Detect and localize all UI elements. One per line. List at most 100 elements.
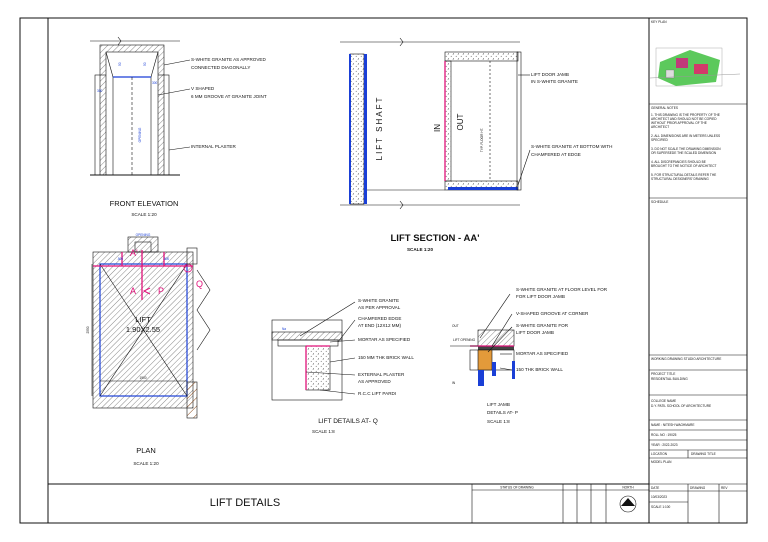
section-in-label: IN <box>433 124 442 132</box>
college-label: COLLEGE NAME <box>651 399 676 403</box>
north-arrow-circle <box>619 495 637 513</box>
college-name: D.Y. PATIL SCHOOL OF ARCHITECTURE <box>651 404 711 408</box>
project-title-label: PROJECT TITLE <box>651 372 675 376</box>
q-dim-label: Na <box>282 327 286 331</box>
section-shaft-label: LIFT SHAFT <box>375 96 384 161</box>
p-scale-bar <box>512 361 515 379</box>
schedule-label: SCHEDULE <box>651 200 668 204</box>
plan-size-label: 1.90X2.55 <box>126 325 160 334</box>
lift-plan: OPENING .500 .500 A' A P Q LIFT 1.90X2.5… <box>86 233 211 466</box>
date-value: 10/03/2023 <box>651 495 667 499</box>
fe-dim-left: 300 <box>97 89 103 93</box>
plan-dim-right: .500 <box>163 257 169 261</box>
general-note-1: 1. THIS DRAWING IS THE PROPERTY OF THE A… <box>651 113 721 129</box>
fe-dim-top-left: 50 <box>118 62 122 66</box>
plan-dim-left: .500 <box>117 257 123 261</box>
p-note-1: S-WHITE GRANITE AT FLOOR LEVEL FOR <box>516 287 608 292</box>
p-note-2: FOR LIFT DOOR JAMB <box>516 294 565 299</box>
date-label: DATE <box>651 486 659 490</box>
model-plan: MODEL PLAN <box>651 460 672 464</box>
fe-note-1: S-WHITE GRANITE AS APPROVED <box>191 57 266 62</box>
project-name: RESIDENTIAL BUILDING <box>651 377 688 381</box>
status-of-drawing-label: STATUS OF DRAWING <box>500 486 534 490</box>
plan-marker-a2: A' <box>130 248 138 258</box>
section-scale: SCALE 1:20 <box>407 247 433 252</box>
p-opening-label: LIFT OPENING <box>453 338 476 342</box>
key-plan-map <box>649 47 741 87</box>
q-note-5: MORTAR AS SPECIFIED <box>358 337 411 342</box>
section-floor-label: TYP. FLOOR HT. <box>480 128 484 152</box>
general-note-2: 2. ALL DIMENSIONS ARE IN METERS UNLESS S… <box>651 134 721 142</box>
fe-note-5: INTERNAL PLASTER <box>191 144 236 149</box>
student-name: NAME : NITESH WAGHMARE <box>651 423 694 427</box>
p-title2: DETAILS AT- P <box>487 410 518 415</box>
section-note-4: CHAMFERED AT EDGE <box>531 152 581 157</box>
drawing-status: WORKING DRAWING STUDIO ARCHITECTURE <box>651 357 721 361</box>
plan-title: PLAN <box>136 446 156 455</box>
p-note-5: LIFT DOOR JAMB <box>516 330 554 335</box>
sheet-title: LIFT DETAILS <box>210 497 281 509</box>
general-note-5: 5. FOR STRUCTURAL DETAILS REFER THE STRU… <box>651 173 717 181</box>
fe-note-2: CONNECTED DIAGONALLY <box>191 65 250 70</box>
p-in-label: IN <box>452 381 456 385</box>
q-note-4: AT END (12X12 MM) <box>358 323 401 328</box>
p-scale: SCALE 1:8 <box>487 419 510 424</box>
fe-scale: SCALE 1:20 <box>131 212 157 217</box>
plan-marker-a: A <box>130 286 136 296</box>
section-note-1: LIFT DOOR JAMB <box>531 72 569 77</box>
q-note-6: 150 MM THK BRICK WALL <box>358 355 414 360</box>
p-note-7: 150 THK BRICK WALL <box>516 367 563 372</box>
q-note-2: AS PER APPROVAL <box>358 305 401 310</box>
drawing-number-label: DRAWING <box>690 486 706 490</box>
plan-marker-q: Q <box>196 279 203 289</box>
q-note-1: S-WHITE GRANITE <box>358 298 399 303</box>
p-title: LIFT JAMB <box>487 402 510 407</box>
plan-scale: SCALE 1:20 <box>133 461 159 466</box>
q-note-9: R.C.C LIFT PARDI <box>358 391 396 396</box>
year: YEAR : 2022-2023 <box>651 443 678 447</box>
section-note-2: IN S-WHITE GRANITE <box>531 79 578 84</box>
plan-dim-width: 1900 <box>139 376 146 380</box>
north-arrow-icon <box>621 498 635 506</box>
q-title: LIFT DETAILS AT- Q <box>318 418 378 425</box>
plan-opening-label: OPENING <box>136 233 151 237</box>
drawing-title-label: DRAWING TITLE <box>691 452 716 456</box>
p-out-label: OUT <box>452 324 459 328</box>
front-elevation: 300 300 50 50 OPENING S-WHITE GRANITE AS… <box>90 36 267 217</box>
fe-opening-label: OPENING <box>138 127 142 142</box>
fe-dim-right: 300 <box>152 81 158 85</box>
lift-section: LIFT SHAFT IN OUT TYP. FLOOR HT. LIFT DO… <box>340 37 612 252</box>
fe-title: FRONT ELEVATION <box>110 199 179 208</box>
plan-dim-height: 2550 <box>86 326 90 333</box>
q-note-3: CHAMFERED EDGE <box>358 316 401 321</box>
details-at-q: Na S-WHITE GRANITE AS PER APPROVAL CHAMF… <box>271 298 414 434</box>
roll-number: ROLL NO : 19025 <box>651 433 677 437</box>
section-note-3: S-WHITE GRANITE AT BOTTOM WITH <box>531 144 612 149</box>
q-note-8: AS APPROVED <box>358 379 391 384</box>
title-block: KEY PLAN GENERAL NOTES 1. THIS DRAWING I… <box>649 20 747 523</box>
details-at-p: OUT IN LIFT OPENING S-WHITE GRANITE AT F… <box>450 287 608 424</box>
plan-lift-label: LIFT <box>135 315 151 324</box>
q-note-7: EXTERNAL PLASTER <box>358 372 405 377</box>
bottom-title-strip: LIFT DETAILS STATUS OF DRAWING NORTH <box>210 484 649 523</box>
p-note-6: MORTAR AS SPECIFIED <box>516 351 569 356</box>
key-plan-label: KEY PLAN <box>651 20 667 24</box>
section-title: LIFT SECTION - AA' <box>391 233 480 244</box>
revision-label: REV <box>721 486 728 490</box>
scale-value: SCALE 1:100 <box>651 505 671 509</box>
p-note-3: V-SHAPED GROOVE AT CORNER <box>516 311 589 316</box>
plan-marker-p: P <box>158 286 164 296</box>
fe-note-3: V SHAPED <box>191 86 215 91</box>
p-note-4: S-WHITE GRANITE FOR <box>516 323 569 328</box>
fe-dim-top-right: 50 <box>143 62 147 66</box>
north-label: NORTH <box>622 486 634 490</box>
general-notes-label: GENERAL NOTES <box>651 106 678 110</box>
fe-note-4: 6 MM GROOVE AT GRANITE JOINT <box>191 94 267 99</box>
q-scale: SCALE 1:8 <box>312 429 335 434</box>
section-out-label: OUT <box>456 113 465 130</box>
general-note-3: 3. DO NOT SCALE THE DRAWING DIMENSION OR… <box>651 147 721 155</box>
location-label: LOCATION <box>651 452 668 456</box>
general-note-4: 4. ALL DISCREPANCIES SHOULD BE BROUGHT T… <box>651 160 717 168</box>
